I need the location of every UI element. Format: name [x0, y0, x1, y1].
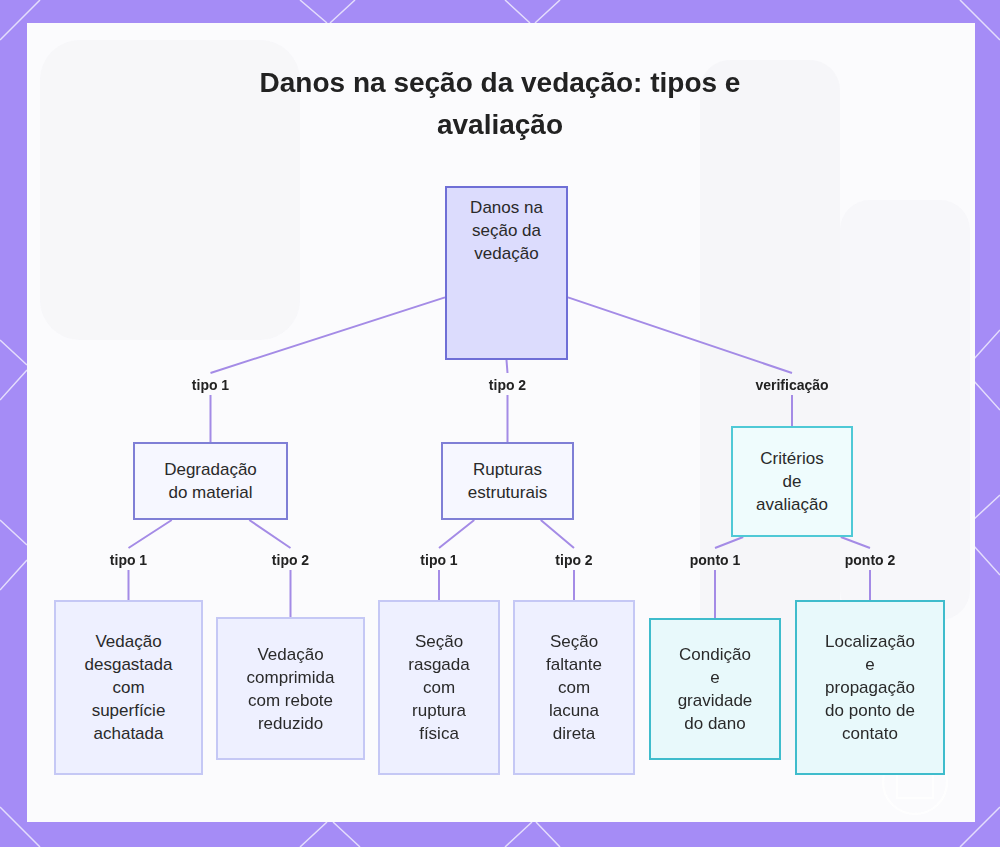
panel	[27, 23, 975, 822]
edge-label: tipo 2	[272, 552, 309, 568]
edge-label: ponto 1	[690, 552, 741, 568]
damage-box: Seção faltante com lacuna direta	[513, 600, 635, 775]
edge-label: ponto 2	[845, 552, 896, 568]
root-box: Danos na seção da vedação	[445, 186, 568, 360]
diagram-title: Danos na seção da vedação: tipos e avali…	[200, 62, 800, 146]
node-text: Danos na seção da vedação	[459, 196, 554, 265]
edge-label: tipo 1	[110, 552, 147, 568]
node-text: Degradação do material	[153, 458, 268, 504]
connector-line	[568, 297, 792, 426]
node-text: Seção rasgada com ruptura física	[400, 630, 478, 745]
damage-box: Vedação comprimida com rebote reduzido	[216, 617, 365, 760]
connector-line	[841, 537, 870, 600]
damage-box: Vedação desgastada com superfície achata…	[54, 600, 203, 775]
node-text: Localização e propagação do ponto de con…	[821, 630, 919, 745]
node-text: Condição e gravidade do dano	[673, 643, 757, 735]
node-text: Vedação desgastada com superfície achata…	[78, 630, 179, 745]
category-box: Degradação do material	[133, 442, 288, 520]
edge-label: tipo 1	[420, 552, 457, 568]
node-text: Critérios de avaliação	[751, 447, 833, 516]
connector-line	[715, 537, 743, 618]
connector-line	[249, 520, 290, 617]
node-text: Seção faltante com lacuna direta	[535, 630, 613, 745]
edge-label: tipo 2	[489, 377, 526, 393]
edge-label: tipo 2	[555, 552, 592, 568]
node-text: Rupturas estruturais	[455, 458, 560, 504]
connector-line	[211, 297, 446, 442]
connector-line	[507, 360, 508, 442]
damage-box: Seção rasgada com ruptura física	[378, 600, 500, 775]
criterion-box: Condição e gravidade do dano	[649, 618, 781, 760]
edge-label: verificação	[755, 377, 828, 393]
node-text: Vedação comprimida com rebote reduzido	[236, 643, 345, 735]
criterion-box: Localização e propagação do ponto de con…	[795, 600, 945, 775]
edge-label: tipo 1	[192, 377, 229, 393]
criteria-box: Critérios de avaliação	[731, 426, 853, 537]
category-box: Rupturas estruturais	[441, 442, 574, 520]
